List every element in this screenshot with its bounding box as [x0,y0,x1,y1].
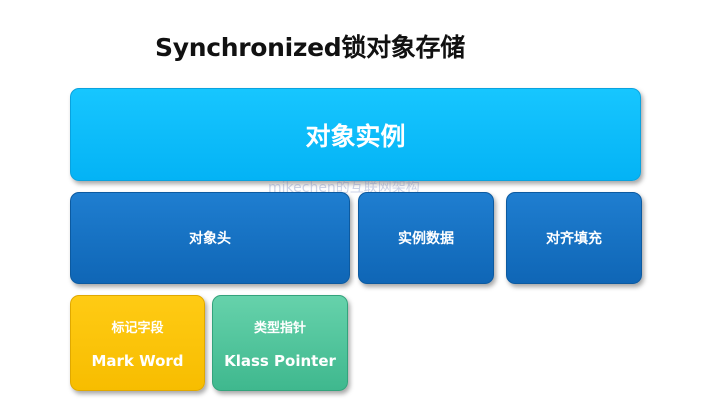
object-instance-box: 对象实例 [70,88,641,181]
padding-label: 对齐填充 [546,231,602,247]
mark-word-sublabel: Mark Word [91,351,184,370]
diagram-title: Synchronized锁对象存储 [155,33,465,62]
klass-pointer-box: 类型指针 Klass Pointer [212,295,348,391]
instance-data-label: 实例数据 [398,231,454,247]
klass-pointer-sublabel: Klass Pointer [224,351,336,370]
object-instance-label: 对象实例 [305,121,406,151]
object-header-label: 对象头 [189,231,231,247]
klass-pointer-label: 类型指针 [253,320,306,336]
mark-word-label: 标记字段 [111,320,164,336]
mark-word-box: 标记字段 Mark Word [70,295,205,391]
instance-data-box: 实例数据 [358,192,494,284]
object-header-box: 对象头 [70,192,350,284]
padding-box: 对齐填充 [506,192,642,284]
